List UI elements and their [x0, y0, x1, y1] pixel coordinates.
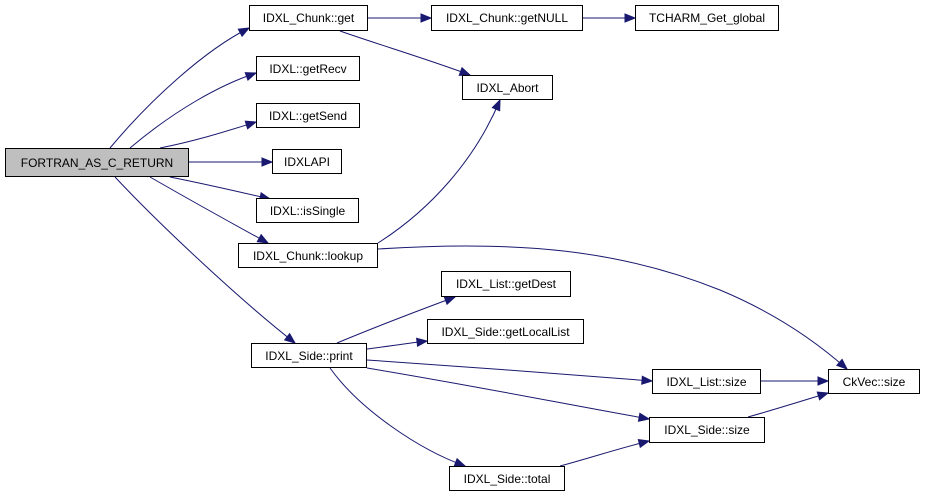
- arrowhead-icon: [637, 438, 651, 449]
- edge-side_print-to-list_size: [366, 359, 654, 385]
- arrowhead-icon: [637, 412, 651, 422]
- node-idxl-side-size[interactable]: IDXL_Side::size: [649, 417, 765, 443]
- arrowhead-icon: [261, 157, 274, 167]
- node-idxl-side-total[interactable]: IDXL_Side::total: [449, 466, 565, 491]
- edge-line: [129, 72, 257, 149]
- arrowhead-icon: [237, 27, 251, 38]
- node-label: IDXL_Side::size: [664, 423, 750, 437]
- edge-line: [159, 121, 257, 149]
- node-label: IDXL::getSend: [268, 108, 348, 123]
- node-label: IDXL_Chunk::lookup: [252, 248, 364, 263]
- arrowhead-icon: [244, 120, 258, 130]
- node-label: IDXL::isSingle: [269, 203, 346, 218]
- arrowhead-icon: [641, 375, 654, 385]
- arrowhead-icon: [244, 72, 258, 81]
- node-label: IDXL_List::getDest: [455, 277, 557, 291]
- node-label: IDXL_Chunk::get: [262, 11, 355, 25]
- edge-root-to-side_print: [114, 176, 297, 344]
- arrowhead-icon: [420, 13, 433, 23]
- node-idxl-chunk-lookup[interactable]: IDXL_Chunk::lookup: [238, 243, 378, 268]
- node-label: IDXL::getRecv: [269, 61, 347, 76]
- node-idxl-chunk-getnull[interactable]: IDXL_Chunk::getNULL: [431, 5, 583, 31]
- edge-line: [366, 367, 650, 420]
- edge-chunk_get-to-chunk_getnull: [368, 13, 433, 23]
- arrowhead-icon: [256, 233, 270, 244]
- edge-line: [377, 99, 501, 244]
- arrowhead-icon: [415, 337, 429, 347]
- node-label: IDXL_Chunk::getNULL: [445, 11, 569, 25]
- node-label: TCHARM_Get_global: [648, 11, 766, 25]
- edge-root-to-idxlapi: [189, 157, 274, 167]
- node-idxl-chunk-get[interactable]: IDXL_Chunk::get: [249, 5, 368, 31]
- edge-side_total-to-side_size: [559, 438, 651, 467]
- edge-chunk_get-to-abort: [339, 30, 472, 76]
- node-idxl-abort[interactable]: IDXL_Abort: [462, 75, 553, 100]
- edge-root-to-getrecv: [129, 72, 258, 149]
- node-idxl-side-print[interactable]: IDXL_Side::print: [251, 343, 367, 368]
- edge-line: [747, 392, 829, 418]
- node-tcharm-get-global[interactable]: TCHARM_Get_global: [635, 5, 779, 31]
- node-idxl-list-size[interactable]: IDXL_List::size: [652, 369, 761, 394]
- edge-line: [114, 176, 296, 344]
- node-label: IDXLAPI: [283, 154, 331, 169]
- edge-side_print-to-side_getlocallist: [366, 337, 429, 350]
- node-idxlapi[interactable]: IDXLAPI: [272, 149, 342, 174]
- edge-root-to-chunk_lookup: [149, 176, 270, 244]
- node-idxl-issingle[interactable]: IDXL::isSingle: [256, 198, 359, 223]
- node-idxl-side-getlocallist[interactable]: IDXL_Side::getLocalList: [427, 319, 584, 344]
- node-label: IDXL_Side::print: [265, 348, 353, 363]
- node-ckvec-size[interactable]: CkVec::size: [828, 369, 920, 394]
- edge-chunk_lookup-to-abort: [377, 98, 501, 244]
- arrowhead-icon: [283, 332, 297, 344]
- node-label: IDXL_Side::total: [463, 471, 551, 486]
- node-fortran-as-c-return: FORTRAN_AS_C_RETURN: [5, 148, 189, 177]
- arrowhead-icon: [491, 98, 501, 112]
- edge-chunk_getnull-to-tcharm_get_global: [583, 13, 637, 23]
- arrowhead-icon: [835, 358, 849, 370]
- arrowhead-icon: [443, 296, 457, 306]
- edge-root-to-getsend: [159, 120, 258, 149]
- arrowhead-icon: [817, 376, 830, 386]
- edge-line: [559, 440, 650, 467]
- node-label: FORTRAN_AS_C_RETURN: [20, 155, 174, 170]
- node-idxl-list-getdest[interactable]: IDXL_List::getDest: [441, 271, 571, 297]
- arrowhead-icon: [816, 391, 830, 401]
- edge-line: [149, 176, 269, 244]
- edge-line: [339, 30, 471, 76]
- edge-side_size-to-ckvec_size: [747, 391, 830, 418]
- node-label: IDXL_Side::getLocalList: [441, 324, 570, 339]
- node-label: CkVec::size: [842, 374, 906, 389]
- edge-line: [377, 245, 848, 370]
- edge-root-to-chunk_get: [109, 27, 251, 149]
- edge-side_print-to-side_total: [329, 367, 467, 467]
- edge-line: [336, 296, 456, 344]
- node-idxl-getrecv[interactable]: IDXL::getRecv: [256, 56, 360, 81]
- node-label: IDXL_List::size: [666, 374, 747, 389]
- edge-line: [169, 176, 271, 200]
- edge-list_size-to-ckvec_size: [761, 376, 830, 386]
- node-label: IDXL_Abort: [476, 80, 539, 95]
- edge-line: [329, 367, 466, 467]
- edge-chunk_lookup-to-ckvec_size: [377, 245, 849, 370]
- edge-side_print-to-side_size: [366, 367, 651, 422]
- edge-line: [366, 359, 653, 382]
- node-idxl-getsend[interactable]: IDXL::getSend: [256, 103, 360, 128]
- edge-line: [109, 27, 250, 149]
- arrowhead-icon: [624, 13, 637, 23]
